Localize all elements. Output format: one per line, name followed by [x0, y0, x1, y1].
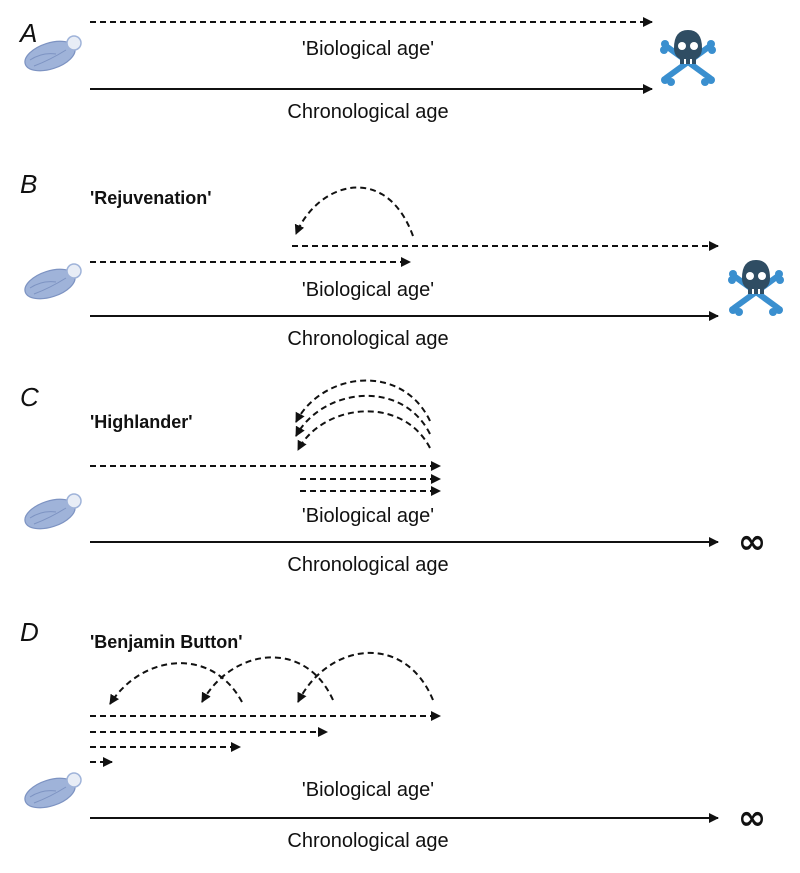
reset-arrow — [109, 662, 243, 705]
panel-b: B 'Rejuvenation' 'Biological age' Chrono… — [20, 169, 784, 350]
baby-icon — [20, 492, 82, 536]
infinity-symbol: ∞ — [738, 798, 766, 838]
scenario-label: 'Benjamin Button' — [90, 632, 243, 652]
chronological-age-label: Chronological age — [287, 328, 448, 350]
reset-arrow — [201, 656, 334, 703]
reset-arrow — [295, 394, 431, 437]
panel-letter: A — [18, 18, 37, 48]
reset-arrow — [297, 410, 431, 451]
chronological-age-label: Chronological age — [287, 101, 448, 123]
skull-crossbones-icon — [728, 260, 784, 316]
panel-letter: C — [20, 382, 39, 412]
biological-age-label: 'Biological age' — [302, 279, 434, 301]
scenario-label: 'Rejuvenation' — [90, 188, 212, 208]
rejuvenation-reset-arrow — [294, 186, 414, 237]
biological-age-label: 'Biological age' — [302, 779, 434, 801]
reset-arrow — [297, 651, 434, 703]
scenario-label: 'Highlander' — [90, 412, 193, 432]
panel-a: A 'Biological age' Chronological age — [18, 17, 716, 123]
panel-d: D 'Benjamin Button' 'Biological age' Chr… — [20, 617, 766, 852]
chronological-age-label: Chronological age — [287, 830, 448, 852]
panel-c: C 'Highlander' 'Biological age' Chronolo… — [20, 379, 766, 576]
panel-letter: B — [20, 169, 37, 199]
skull-crossbones-icon — [660, 30, 716, 86]
baby-icon — [20, 262, 82, 306]
panel-letter: D — [20, 617, 39, 647]
infinity-symbol: ∞ — [738, 522, 766, 562]
biological-age-label: 'Biological age' — [302, 38, 434, 60]
reset-arrow — [295, 379, 431, 423]
baby-icon — [20, 771, 82, 815]
biological-age-label: 'Biological age' — [302, 505, 434, 527]
chronological-age-label: Chronological age — [287, 554, 448, 576]
